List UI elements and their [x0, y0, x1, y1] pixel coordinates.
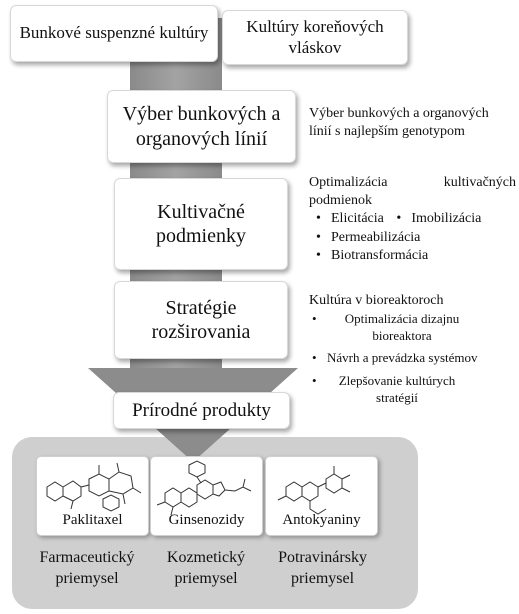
- natural-products-box: Prírodné produkty: [113, 392, 290, 429]
- source-label: Bunkové suspenzné kultúry: [19, 23, 209, 43]
- bullet-item: Permeabilizácia: [313, 229, 516, 247]
- industry-label: Kozmetický priemysel: [166, 549, 246, 587]
- bullet-item: Zlepšovanie kultúrych stratégií: [309, 373, 467, 407]
- compound-card-paclitaxel: Paklitaxel: [36, 456, 149, 536]
- note-heading: Kultúra v bioreaktoroch: [309, 293, 444, 308]
- compound-label: Ginsenozidy: [168, 512, 245, 528]
- bullet-item: Návrh a prevádzka systémov: [309, 350, 514, 367]
- stage-note-scaleup: Kultúra v bioreaktoroch Optimalizácia di…: [309, 292, 514, 407]
- industry-cosmetic: Kozmetický priemysel: [148, 548, 264, 590]
- bullet-item: Biotransformácia: [313, 247, 516, 265]
- anthocyanin-structure-icon: [277, 466, 351, 515]
- stage-label: Výber bunkových a organových línií: [122, 103, 281, 150]
- stage-box-selection: Výber bunkových a organových línií: [107, 90, 296, 163]
- compound-label: Antokyaniny: [282, 512, 361, 528]
- industry-pharmaceutical: Farmaceutický priemysel: [24, 548, 150, 590]
- stage-note-cultivation: Optimalizácia kultivačných podmienok Eli…: [309, 174, 516, 265]
- compound-label: Paklitaxel: [62, 512, 123, 528]
- compound-card-anthocyanins: Antokyaniny: [265, 456, 378, 536]
- stage-box-scaleup: Stratégie rozširovania: [114, 281, 288, 359]
- source-box-hairy-roots: Kultúry koreňových vláskov: [222, 10, 408, 65]
- stage-label: Stratégie rozširovania: [151, 296, 251, 343]
- source-box-suspension: Bunkové suspenzné kultúry: [10, 5, 218, 62]
- industry-label: Potravinársky priemysel: [278, 549, 367, 587]
- note-heading: Výber bunkových a organových línií s naj…: [309, 106, 489, 140]
- ginsenoside-structure-icon: [156, 460, 252, 516]
- paclitaxel-structure-icon: [46, 462, 142, 512]
- source-label: Kultúry koreňových vláskov: [246, 16, 384, 57]
- stage-label: Kultivačné podmienky: [156, 200, 246, 247]
- stage-note-selection: Výber bunkových a organových línií s naj…: [309, 105, 514, 141]
- products-label: Prírodné produkty: [132, 399, 271, 421]
- compound-card-ginsenosides: Ginsenozidy: [150, 456, 263, 536]
- stage-box-cultivation: Kultivačné podmienky: [114, 178, 288, 270]
- industry-label: Farmaceutický priemysel: [39, 549, 135, 587]
- industry-food: Potravinársky priemysel: [265, 548, 380, 590]
- bullet-item: Optimalizácia dizajnu bioreaktora: [309, 311, 477, 345]
- bullet-item: Elicitácia: [313, 210, 384, 228]
- note-heading: Optimalizácia kultivačných podmienok: [309, 175, 516, 209]
- bullet-item: Imobilizácia: [393, 210, 481, 228]
